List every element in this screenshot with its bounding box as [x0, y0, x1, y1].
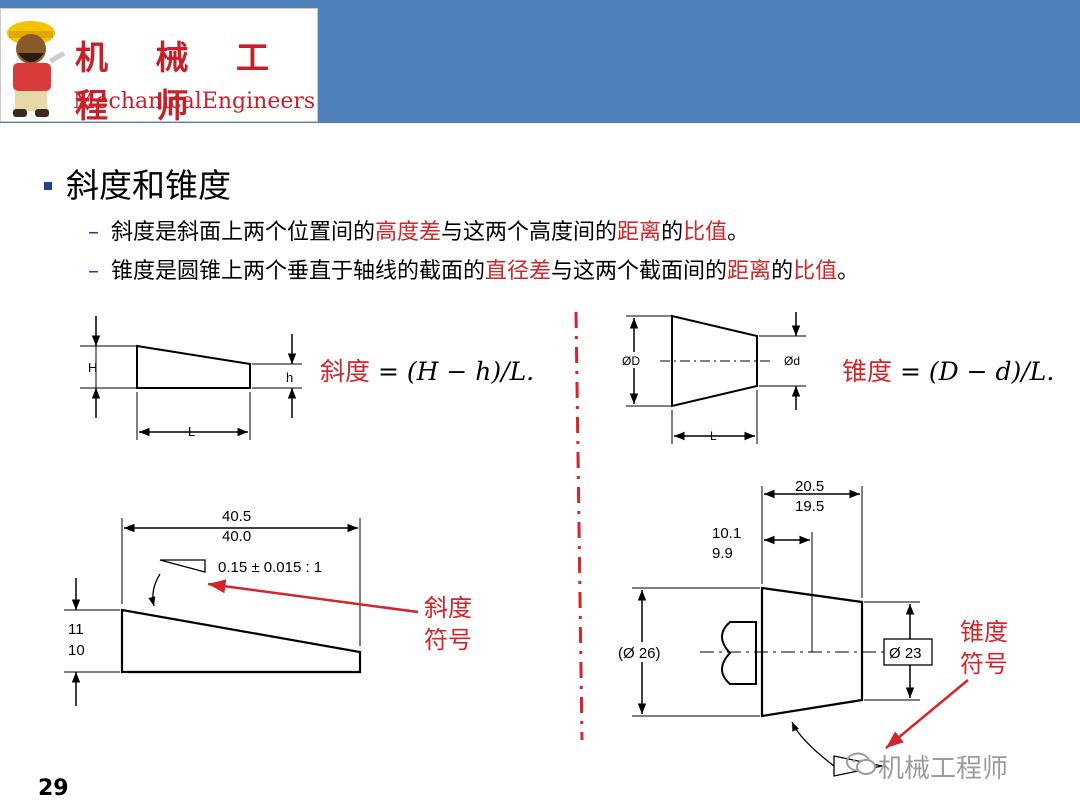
dash-icon: –: [88, 259, 99, 284]
bullet-taper-definition: –锥度是圆锥上两个垂直于轴线的截面的直径差与这两个截面间的距离的比值。: [88, 259, 860, 284]
center-divider: [574, 311, 584, 741]
section-heading: 斜度和锥度: [66, 166, 231, 205]
slope-L-label: L: [188, 424, 195, 439]
taper-L-label: L: [710, 429, 717, 443]
slope-symbol-label-1: 斜度: [424, 594, 472, 622]
logo-english-text: MechanicalEngineers: [73, 89, 316, 114]
slope-H-label: H: [88, 360, 97, 375]
slope-symbol-value: 0.15 ± 0.015 : 1: [218, 559, 322, 576]
taper-symbol-label-2: 符号: [960, 650, 1008, 678]
slope-height-upper: 11: [68, 621, 84, 638]
bullet-square-icon: [44, 182, 52, 190]
slope-length-upper: 40.5: [222, 508, 251, 525]
wechat-icon: [846, 752, 876, 775]
taper-length-upper: 20.5: [795, 478, 824, 495]
taper-large-diameter: (Ø 26): [618, 645, 661, 662]
taper-d-label: Ød: [784, 354, 800, 368]
slope-symbol-label-2: 符号: [424, 626, 472, 654]
slope-symbol-pointer: [207, 579, 419, 614]
logo-chinese-text: 机 械 工 程 师: [75, 38, 287, 125]
slope-h-label: h: [286, 370, 293, 385]
taper-symbol-pointer: [885, 679, 969, 749]
taper-diagram: [626, 312, 806, 444]
dash-icon: –: [88, 220, 99, 245]
taper-symbol-label-1: 锥度: [960, 618, 1008, 646]
taper-small-diameter-box: [883, 638, 933, 666]
bullet-slope-definition: –斜度是斜面上两个位置间的高度差与这两个高度间的距离的比值。: [88, 220, 750, 245]
watermark-text: 机械工程师: [878, 754, 1009, 784]
engineer-mascot-icon: [7, 21, 66, 117]
page-number: 29: [38, 776, 69, 801]
taper-offset-lower: 9.9: [712, 545, 733, 562]
taper-formula-label: 锥度: [842, 357, 892, 386]
taper-offset-upper: 10.1: [712, 525, 741, 542]
logo: 机 械 工 程 师 MechanicalEngineers: [0, 8, 318, 125]
taper-example-drawing: [632, 486, 920, 777]
slope-formula-label: 斜度: [320, 357, 370, 386]
slope-formula: = (H − h)/L.: [378, 357, 534, 386]
slope-length-lower: 40.0: [222, 528, 251, 545]
taper-small-diameter: Ø 23: [889, 645, 922, 662]
slope-example-drawing: [64, 518, 362, 706]
slope-diagram: [80, 316, 302, 440]
taper-length-lower: 19.5: [795, 498, 824, 515]
slope-height-lower: 10: [68, 642, 85, 659]
taper-formula: = (D − d)/L.: [900, 357, 1054, 386]
taper-D-label: ØD: [622, 354, 640, 368]
